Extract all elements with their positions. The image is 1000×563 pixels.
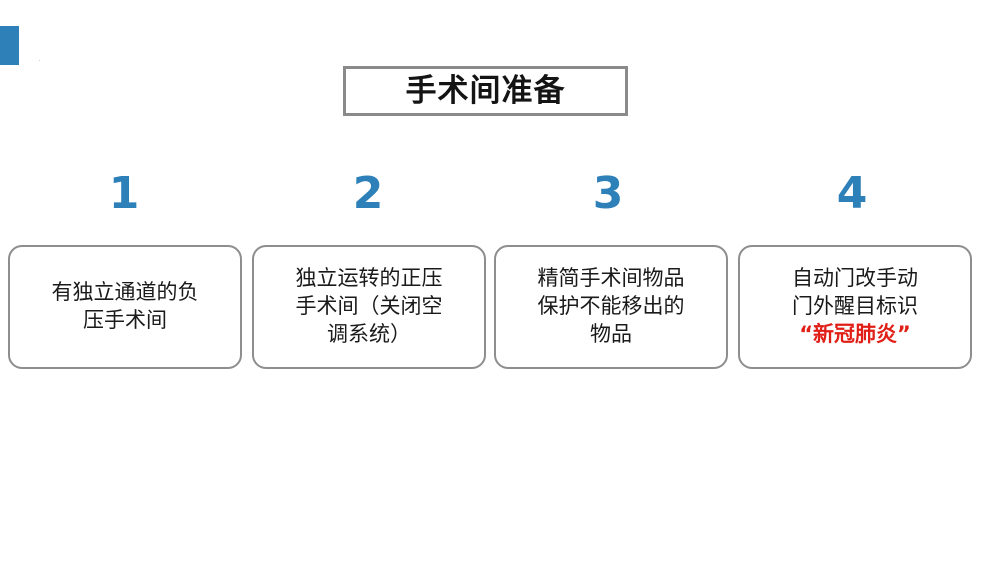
step-card-3[interactable]: 精简手术间物品 保护不能移出的 物品	[494, 245, 728, 369]
step-card-2-line-2: 手术间（关闭空	[295, 294, 443, 319]
corner-mark-text: .	[38, 54, 41, 64]
step-card-4-highlight-label: “新冠肺炎”	[799, 321, 911, 346]
step-card-3-line-2: 保护不能移出的	[537, 294, 685, 319]
step-number-row: 1 2 3 4	[0, 168, 1000, 220]
step-number-4: 4	[836, 168, 868, 219]
step-card-4[interactable]: 自动门改手动 门外醒目标识 “新冠肺炎”	[738, 245, 972, 369]
step-card-4-text: 自动门改手动 门外醒目标识 “新冠肺炎”	[748, 265, 962, 348]
accent-bar-decoration	[0, 26, 19, 65]
page-title-box: 手术间准备	[343, 66, 628, 116]
step-card-2-text: 独立运转的正压 手术间（关闭空 调系统）	[262, 265, 476, 348]
step-number-3: 3	[592, 168, 624, 219]
page-title: 手术间准备	[405, 72, 566, 109]
step-card-1-line-2: 压手术间	[83, 308, 167, 332]
step-card-row: 有独立通道的负 压手术间 独立运转的正压 手术间（关闭空 调系统） 精简手术间物…	[0, 245, 1000, 369]
step-card-3-text: 精简手术间物品 保护不能移出的 物品	[504, 265, 718, 348]
step-number-1: 1	[108, 168, 140, 219]
step-card-3-line-1: 精简手术间物品	[537, 266, 685, 291]
step-card-1[interactable]: 有独立通道的负 压手术间	[8, 245, 242, 369]
step-number-2: 2	[352, 168, 384, 219]
step-card-2-line-3: 调系统）	[327, 321, 411, 346]
step-card-1-line-1: 有独立通道的负	[51, 280, 199, 305]
step-card-1-text: 有独立通道的负 压手术间	[18, 279, 232, 334]
step-card-2-line-1: 独立运转的正压	[295, 266, 443, 291]
step-card-4-line-1: 自动门改手动	[792, 266, 918, 291]
step-card-2[interactable]: 独立运转的正压 手术间（关闭空 调系统）	[252, 245, 486, 369]
step-card-3-line-3: 物品	[590, 321, 632, 346]
step-card-4-line-2: 门外醒目标识	[792, 294, 918, 319]
